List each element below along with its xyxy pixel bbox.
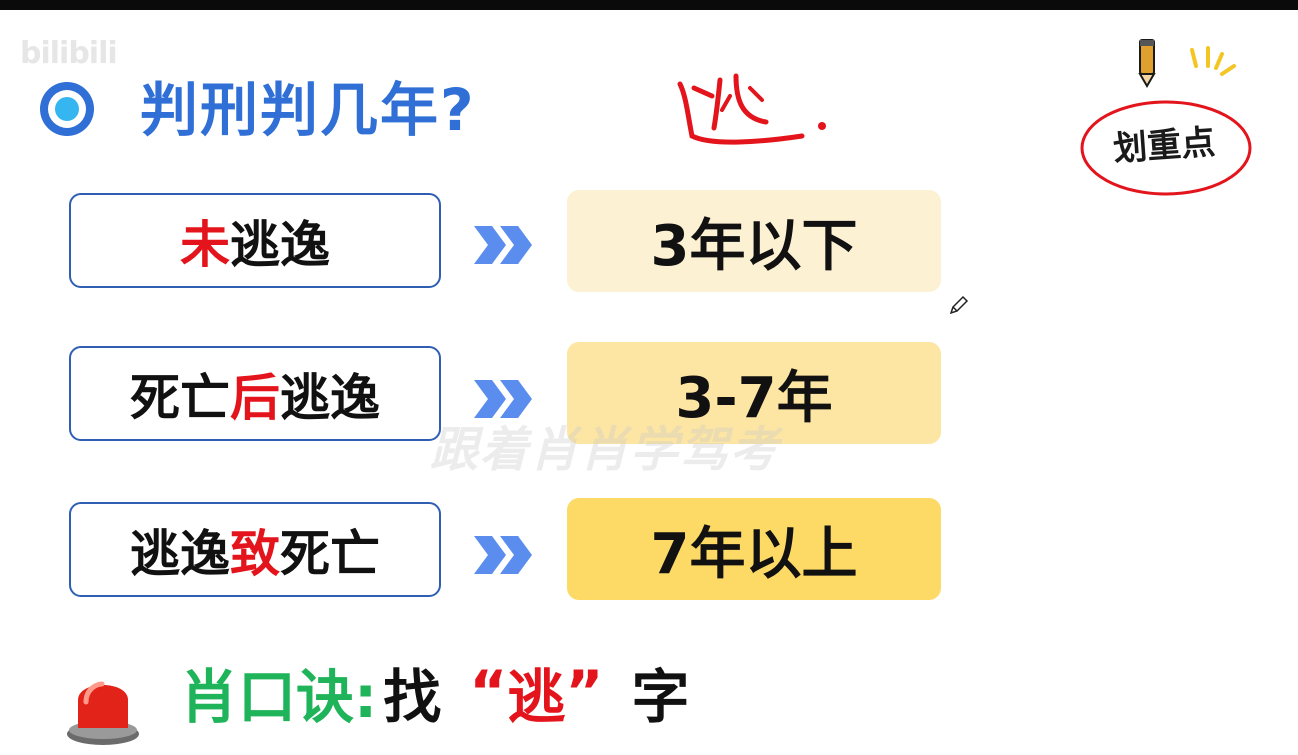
mnemonic-label: 肖口诀: (180, 663, 378, 731)
condition-part: 逃逸 (230, 215, 330, 274)
result-text: 3-7年 (675, 365, 833, 431)
result-text: 7年以上 (650, 521, 858, 587)
bilibili-logo: bilibili (20, 36, 118, 71)
condition-box-no-death: 未逃逸 (69, 193, 441, 288)
result-box-under-3: 3年以下 (567, 190, 941, 292)
alarm-light-icon (67, 681, 139, 745)
result-box-3-to-7: 3-7年 (567, 342, 941, 444)
condition-part: 逃逸 (130, 524, 230, 583)
handwritten-note (677, 73, 826, 145)
page-title: 判刑判几年? (140, 76, 476, 144)
result-box-over-7: 7年以上 (567, 498, 941, 600)
mnemonic-tail: 字 (631, 663, 690, 731)
double-chevron-icon (474, 380, 532, 418)
pencil-icon (1138, 39, 1156, 88)
condition-part: 未 (180, 215, 230, 274)
condition-part: 致 (230, 524, 280, 583)
key-point-badge (1080, 39, 1252, 196)
top-bar (0, 0, 1298, 10)
badge-label: 划重点 (1111, 122, 1217, 170)
condition-part: 死亡 (280, 524, 380, 583)
mnemonic-close-quote: ” (565, 658, 604, 726)
condition-part: 逃逸 (280, 368, 380, 427)
condition-part: 死亡 (130, 368, 230, 427)
watermark: 跟着肖肖学驾考 (430, 422, 781, 478)
condition-box-after-death: 死亡后逃逸 (69, 346, 441, 441)
mnemonic-verb: 找 (383, 663, 442, 731)
mnemonic-open-quote: “ (469, 658, 508, 726)
condition-box-causes-death: 逃逸致死亡 (69, 502, 441, 597)
double-chevron-icon (474, 536, 532, 574)
mnemonic-line: 肖口诀: 找 “逃” 字 (180, 652, 690, 732)
pencil-cursor-icon (949, 295, 969, 315)
target-icon (40, 82, 94, 136)
result-text: 3年以下 (650, 213, 858, 279)
double-chevron-icon (474, 226, 532, 264)
condition-part: 后 (230, 368, 280, 427)
mnemonic-keyword: 逃 (507, 663, 566, 731)
